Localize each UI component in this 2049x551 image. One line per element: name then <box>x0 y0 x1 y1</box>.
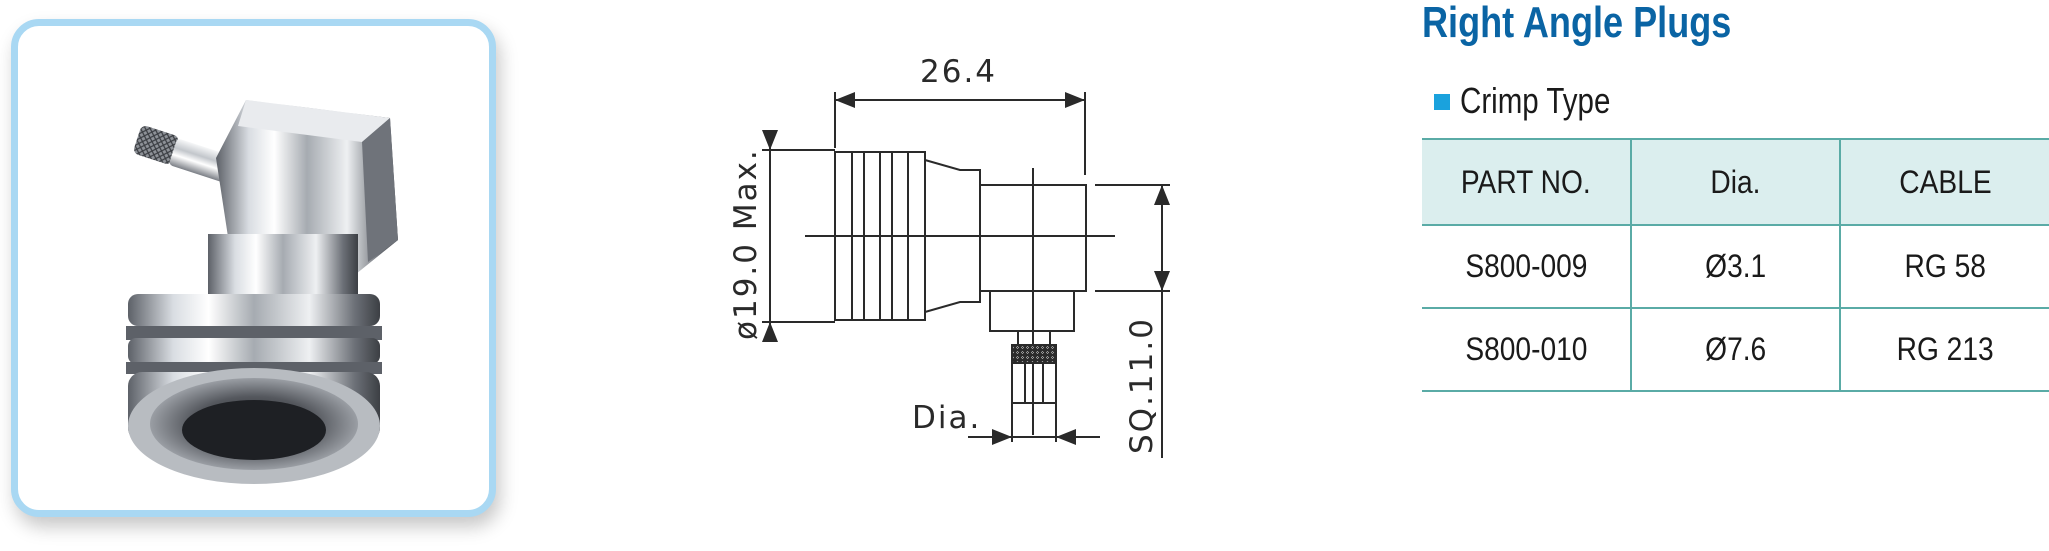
cell-cable: RG 58 <box>1839 225 2049 309</box>
page-title: Right Angle Plugs <box>1422 0 1732 47</box>
header-cable: CABLE <box>1839 138 2049 226</box>
section-heading: Crimp Type <box>1434 80 1643 122</box>
dia-dimension-label: Dia. <box>912 400 981 436</box>
cell-part-no: S800-010 <box>1422 308 1631 392</box>
right-angle-plug-image <box>126 100 398 484</box>
product-photo-card <box>11 19 496 517</box>
cell-part-no: S800-009 <box>1422 225 1631 309</box>
header-part-no: PART NO. <box>1422 138 1631 226</box>
cell-cable: RG 213 <box>1839 308 2049 392</box>
table-header-row: PART NO. Dia. CABLE <box>1422 138 2049 226</box>
cell-dia: Ø3.1 <box>1630 225 1840 309</box>
header-dia: Dia. <box>1630 138 1840 226</box>
section-label: Crimp Type <box>1460 80 1611 121</box>
square-bullet-icon <box>1434 94 1450 110</box>
dimension-drawing: 26.4 ø19.0 Max. <box>700 40 1200 480</box>
table-row: S800-009 Ø3.1 RG 58 <box>1422 225 2049 309</box>
table-row: S800-010 Ø7.6 RG 213 <box>1422 308 2049 392</box>
cell-dia: Ø7.6 <box>1630 308 1840 392</box>
length-dimension-label: 26.4 <box>920 54 997 90</box>
diameter-dimension-label: ø19.0 Max. <box>728 148 764 340</box>
square-dimension-label: SQ.11.0 <box>1124 317 1160 454</box>
spec-table: PART NO. Dia. CABLE S800-009 Ø3.1 RG 58 … <box>1422 138 2049 392</box>
